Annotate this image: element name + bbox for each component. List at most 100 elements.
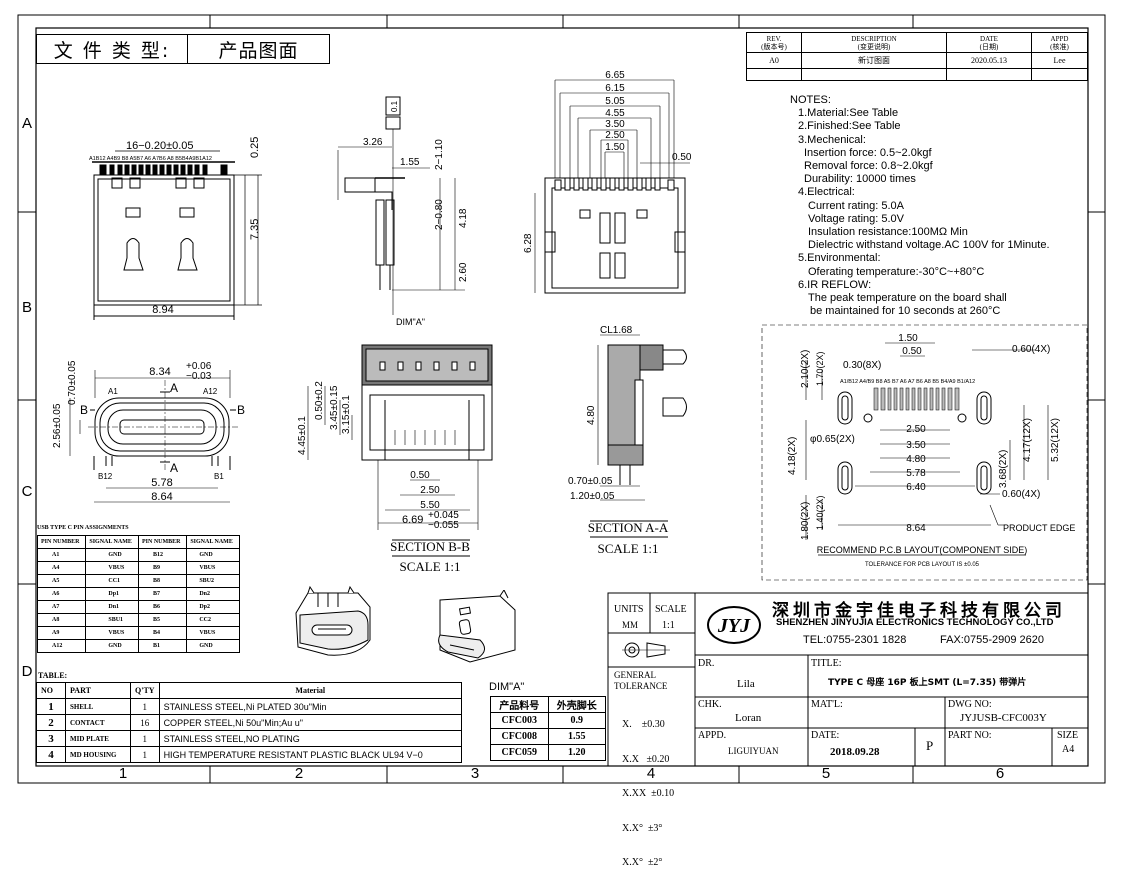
parts-cell: COPPER STEEL,Ni 50u"Min;Au u"	[158, 714, 463, 731]
zone-col-1: 1	[119, 765, 127, 782]
parts-cell: HIGH TEMPERATURE RESISTANT PLASTIC BLACK…	[158, 746, 463, 763]
dim-150: 1.50	[605, 142, 625, 153]
title-label: TITLE:	[811, 658, 842, 669]
pin-cell: VBUS	[85, 626, 139, 640]
parts-cell: MID PLATE	[65, 730, 131, 747]
dim-350: 3.50	[605, 119, 625, 130]
dim-155: 1.55	[400, 157, 420, 168]
dim-628: 6.28	[523, 233, 534, 253]
dim-669: 6.69	[402, 514, 423, 526]
pcb-210: 2.10(2X)	[800, 350, 811, 388]
label-b12: B12	[98, 472, 113, 481]
pcb-417: 4.17(12X)	[1022, 418, 1033, 462]
tolerance-1: X. ±0.30	[622, 719, 665, 730]
dim-bb-x250: 2.50	[420, 485, 440, 496]
section-bb-scale: SCALE 1:1	[399, 559, 460, 574]
parts-cell: 1	[130, 730, 160, 747]
company-name-en: SHENZHEN JINYUJIA ELECTRONICS TECHNOLOGY…	[776, 617, 1054, 628]
dim-834-tol-dn: −0.03	[186, 371, 212, 382]
iso-view-2	[438, 590, 516, 663]
revision-table: REV. (版本号) DESCRIPTION (变更说明) DATE (日期) …	[746, 32, 1088, 81]
dim-250: 2.50	[605, 130, 625, 141]
pcb-350: 3.50	[906, 440, 926, 451]
pin-table-caption: USB TYPE C PIN ASSIGNMENTS	[37, 525, 129, 531]
rev-header-appd: APPD (核准)	[1031, 32, 1088, 53]
note-3: 3.Mechenical:	[798, 133, 866, 146]
outer-frame	[17, 14, 1106, 784]
zone-row-d: D	[22, 663, 33, 680]
zone-row-a: A	[22, 115, 32, 132]
zone-col-4: 4	[647, 765, 655, 782]
dim-pitch: 16−0.20±0.05	[126, 140, 194, 152]
rev-header-rev: REV. (版本号)	[746, 32, 802, 53]
appd-label: APPD.	[698, 730, 727, 741]
pin-cell: B7	[137, 587, 188, 601]
inner-frame	[35, 27, 1089, 767]
pin-cell: GND	[186, 639, 240, 653]
note-1: 1.Material:See Table	[798, 107, 899, 120]
general-tolerance-label: GENERAL TOLERANCE	[614, 670, 668, 691]
dwg-value: JYJUSB-CFC003Y	[960, 712, 1047, 724]
parts-header: NO	[36, 682, 66, 699]
pin-cell: SBU2	[186, 574, 240, 588]
doc-type-value: 产品图面	[218, 39, 299, 62]
notes-block: NOTES: 1.Material:See Table 2.Finished:S…	[790, 94, 1080, 318]
parts-cell: 16	[130, 714, 160, 731]
section-aa-scale: SCALE 1:1	[597, 541, 658, 556]
dim-834: 8.34	[149, 366, 170, 378]
section-b-right: B	[237, 403, 245, 417]
dim-315: 3.15±0.1	[341, 395, 352, 434]
pin-cell: B6	[137, 600, 188, 614]
top-pin-labels: A1B12 A4B9 B8 A5B7 A6 A7B6 A8 B5B4A9B1A1…	[89, 156, 212, 162]
note-3b: Removal force: 0.8~2.0kgf	[804, 160, 933, 173]
pcb-532: 5.32(12X)	[1050, 418, 1061, 462]
parts-cell: STAINLESS STEEL,NO PLATING	[158, 730, 463, 747]
pcb-060b: 0.60(4X)	[1002, 489, 1040, 500]
note-4a: Current rating: 5.0A	[808, 199, 904, 212]
section-bb-title: SECTION B-B	[390, 539, 470, 554]
part-no-label: PART NO:	[948, 730, 992, 741]
scale-label: SCALE	[655, 604, 687, 615]
pin-cell: GND	[85, 548, 139, 562]
rev-cell-desc: 新订图面	[801, 52, 947, 69]
pcb-250: 2.50	[906, 424, 926, 435]
pin-header: SIGNAL NAME	[186, 535, 240, 549]
zone-row-b: B	[22, 299, 32, 316]
zone-col-5: 5	[822, 765, 830, 782]
pcb-864: 8.64	[906, 523, 926, 534]
date-value: 2018.09.28	[830, 746, 880, 758]
label-a12: A12	[203, 387, 218, 396]
units-label: UNITS	[614, 604, 644, 615]
pcb-product-edge: PRODUCT EDGE	[1003, 523, 1075, 533]
parts-header: Q'TY	[130, 682, 160, 699]
pin-cell: SBU1	[85, 613, 139, 627]
dim-050: 0.50	[672, 152, 692, 163]
parts-cell: MD HOUSING	[65, 746, 131, 763]
pin-cell: B1	[137, 639, 188, 653]
pin-cell: GND	[85, 639, 139, 653]
tolerance-list: X. ±0.30 X.X ±0.20 X.XX ±0.10 X.X° ±3° X…	[622, 696, 674, 880]
pin-cell: B4	[137, 626, 188, 640]
pin-cell: Dn1	[85, 600, 139, 614]
tolerance-5: X.X° ±2°	[622, 857, 663, 868]
dim-864: 8.64	[151, 491, 172, 503]
scale-value: 1:1	[662, 620, 675, 631]
parts-table-caption: TABLE:	[38, 671, 68, 680]
appd-value: LIGUIYUAN	[728, 746, 779, 756]
notes-title: NOTES:	[790, 94, 831, 106]
pin-cell: A4	[36, 561, 87, 575]
pin-cell: B12	[137, 548, 188, 562]
pcb-030: 0.30(8X)	[843, 360, 881, 371]
parts-cell: 2	[36, 714, 66, 731]
company-logo: JYJ	[707, 606, 761, 644]
dim-aa-120: 1.20±0.05	[570, 491, 615, 502]
section-aa-view	[597, 334, 687, 501]
parts-cell: 1	[130, 698, 160, 715]
dim-cell: 1.20	[547, 744, 606, 761]
back-view	[534, 79, 690, 294]
